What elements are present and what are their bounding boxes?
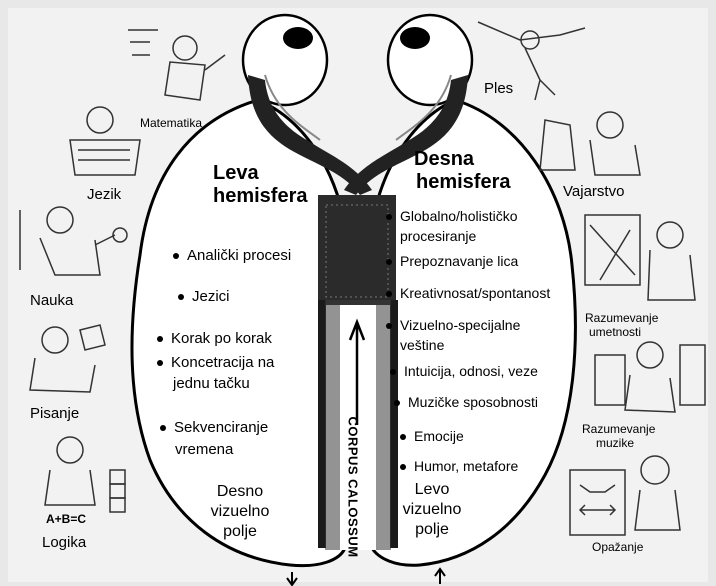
right-pupil	[400, 27, 430, 49]
language-figure-sketch	[70, 107, 140, 175]
corpus-text: CORPUS CALOSSUM	[346, 416, 361, 557]
up-arrow	[435, 569, 445, 584]
right-visual-field: Levo vizuelno polje	[392, 480, 472, 540]
left-list-item: Korak po korak	[157, 330, 272, 348]
label-logic: Logika	[42, 534, 86, 551]
left-visual-field: Desno vizuelno polje	[195, 482, 285, 542]
label-language: Jezik	[87, 186, 121, 203]
right-list-item: Humor, metafore	[400, 458, 518, 475]
label-sculpture: Vajarstvo	[563, 183, 624, 200]
right-list-item-cont: veštine	[400, 337, 444, 354]
list-item-text: Prepoznavanje lica	[400, 253, 518, 269]
field-line: Desno	[195, 482, 285, 502]
list-item-text: Jezici	[192, 288, 230, 305]
left-title-line2: hemisfera	[213, 185, 308, 208]
math-figure-sketch	[128, 30, 225, 100]
left-list-item: Jezici	[178, 288, 230, 306]
right-list-item-cont: procesiranje	[400, 228, 476, 245]
right-title-line2: hemisfera	[416, 171, 511, 194]
right-title-line1: Desna	[414, 148, 511, 171]
list-item-text: Vizuelno-specijalne	[400, 317, 520, 333]
science-figure-sketch	[20, 207, 127, 275]
right-list-item: Prepoznavanje lica	[386, 253, 518, 270]
left-list-item: Koncetracija na	[157, 354, 274, 372]
logic-formula: A+B=C	[46, 512, 86, 526]
label-science: Nauka	[30, 292, 73, 309]
list-item-text: Emocije	[414, 428, 464, 444]
left-list-item-cont: jednu tačku	[173, 375, 250, 393]
right-hemisphere-title: Desna hemisfera	[414, 148, 511, 194]
left-list-item: Analički procesi	[173, 247, 291, 265]
field-line: vizuelno	[392, 500, 472, 520]
music-figure-sketch	[595, 342, 705, 412]
field-line: polje	[195, 522, 285, 542]
sculpture-figure-sketch	[540, 112, 640, 175]
label-mathematics: Matematika	[140, 116, 202, 130]
label-art-understanding: Razumevanje umetnosti	[585, 311, 658, 339]
label-perception: Opažanje	[592, 540, 643, 554]
left-list-item-cont: vremena	[175, 441, 233, 459]
label-writing: Pisanje	[30, 405, 79, 422]
label-line: Razumevanje	[582, 422, 655, 436]
list-item-text: Kreativnosat/spontanost	[400, 285, 550, 301]
down-arrow	[287, 572, 297, 585]
logic-figure-sketch	[45, 437, 125, 512]
label-dance: Ples	[484, 80, 513, 97]
right-list-item: Kreativnosat/spontanost	[386, 285, 550, 302]
list-item-text: Globalno/holističko	[400, 208, 518, 224]
field-line: polje	[392, 520, 472, 540]
field-line: vizuelno	[195, 502, 285, 522]
right-list-item: Intuicija, odnosi, veze	[390, 363, 538, 380]
list-item-text: Koncetracija na	[171, 354, 274, 371]
label-line: Razumevanje	[585, 311, 658, 325]
corpus-callosum-label: CORPUS CALOSSUM	[343, 405, 363, 570]
art-figure-sketch	[585, 215, 695, 300]
writing-figure-sketch	[30, 325, 105, 392]
corpus-callosum-block	[318, 195, 396, 305]
list-item-text: Analički procesi	[187, 247, 291, 264]
perception-figure-sketch	[570, 456, 680, 535]
label-line: muzike	[596, 436, 655, 450]
right-list-item: Vizuelno-specijalne	[386, 317, 520, 334]
left-pupil	[283, 27, 313, 49]
left-hemisphere-title: Leva hemisfera	[213, 162, 308, 208]
list-item-text: Muzičke sposobnosti	[408, 394, 538, 410]
list-item-text: Korak po korak	[171, 330, 272, 347]
right-list-item: Muzičke sposobnosti	[394, 394, 538, 411]
field-line: Levo	[392, 480, 472, 500]
right-list-item: Emocije	[400, 428, 464, 445]
left-title-line1: Leva	[213, 162, 308, 185]
left-list-item: Sekvenciranje	[160, 419, 268, 437]
list-item-text: Sekvenciranje	[174, 419, 268, 436]
label-line: umetnosti	[589, 325, 658, 339]
right-list-item: Globalno/holističko	[386, 208, 518, 225]
list-item-text: Humor, metafore	[414, 458, 518, 474]
label-music-understanding: Razumevanje muzike	[582, 422, 655, 450]
list-item-text: Intuicija, odnosi, veze	[404, 363, 538, 379]
